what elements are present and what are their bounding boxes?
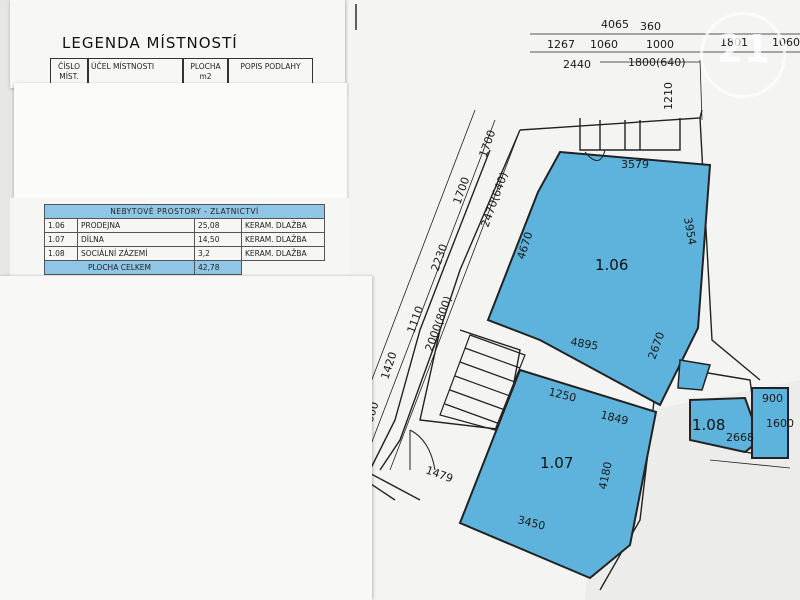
table-header-row: NEBYTOVÉ PROSTORY - ZLATNICTVÍ [44,204,325,219]
cell-area: 25,08 [194,218,242,233]
dim-room-108: 2668 [726,431,754,444]
room-1-06 [486,150,712,407]
cell-floor: KERAM. DLAŽBA [241,246,325,261]
cell-use: SOCIÁLNÍ ZÁZEMÍ [77,246,195,261]
legend-col-area: PLOCHA m2 [183,58,228,88]
cell-num: 1.08 [44,246,78,261]
dim-top: 2440 [563,58,591,71]
dim-room-106: 3579 [621,158,649,171]
dim-top: 360 [640,20,661,33]
table-row: 1.07 DÍLNA 14,50 KERAM. DLAŽBA [44,232,325,247]
room-table-sheet: NEBYTOVÉ PROSTORY - ZLATNICTVÍ 1.06 PROD… [10,198,350,286]
dim-room-106: 3954 [681,216,699,246]
legend-sheet: LEGENDA MÍSTNOSTÍ ČÍSLO MÍST. ÚČEL MÍSTN… [10,0,346,88]
table-total-row: PLOCHA CELKEM 42,78 [44,260,325,275]
room-label-1-08: 1.08 [692,416,725,434]
dim-room-107: 4180 [596,461,615,491]
century21-logo: 21 [700,12,786,98]
cell-area: 3,2 [194,246,242,261]
room-table: NEBYTOVÉ PROSTORY - ZLATNICTVÍ 1.06 PROD… [44,204,325,275]
dim-top: 1210 [662,82,675,110]
dim-top: 1267 [547,38,575,51]
dim-top: 1800(640) [628,56,686,69]
door-swings [409,149,606,471]
legend-col-number: ČÍSLO MÍST. [50,58,88,88]
paper-overlay [14,83,347,199]
cell-floor: KERAM. DLAŽBA [241,218,325,233]
cell-area: 14,50 [194,232,242,247]
room-label-1-07: 1.07 [540,454,573,472]
room-1-07 [458,368,658,580]
legend-col-floor: POPIS PODLAHY [228,58,313,88]
dim-top: 1000 [646,38,674,51]
cell-use: PRODEJNA [77,218,195,233]
blank-paper-sheet [0,276,372,600]
cell-num: 1.06 [44,218,78,233]
cell-floor: KERAM. DLAŽBA [241,232,325,247]
cell-num: 1.07 [44,232,78,247]
table-header: NEBYTOVÉ PROSTORY - ZLATNICTVÍ [44,204,325,219]
room-label-1-06: 1.06 [595,256,628,274]
dim-room-106: 4895 [569,335,599,353]
corridor-piece [677,359,711,391]
dim-top: 4065 [601,18,629,31]
table-row: 1.06 PRODEJNA 25,08 KERAM. DLAŽBA [44,218,325,233]
dim-room-108: 1600 [766,417,794,430]
total-value: 42,78 [194,260,242,275]
room-1-08-annex [751,387,789,459]
total-label: PLOCHA CELKEM [44,260,195,275]
walls [344,4,761,591]
dim-top: 1060 [590,38,618,51]
legend-title: LEGENDA MÍSTNOSTÍ [62,34,238,52]
cell-use: DÍLNA [77,232,195,247]
table-row: 1.08 SOCIÁLNÍ ZÁZEMÍ 3,2 KERAM. DLAŽBA [44,246,325,261]
staircase [439,334,526,431]
legend-col-use: ÚČEL MÍSTNOSTI [88,58,183,88]
dim-room-108: 900 [762,392,783,405]
